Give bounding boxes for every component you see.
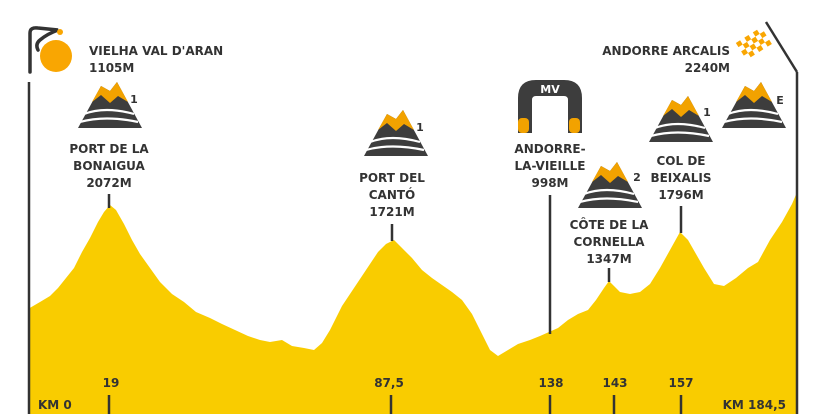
km-label: 19 [103, 376, 120, 390]
km-start-label: KM 0 [38, 398, 72, 412]
climb-altitude: 1721M [369, 205, 414, 219]
climb-name-line2: BONAIGUA [73, 159, 145, 173]
climb-name-line2: CORNELLA [573, 235, 645, 249]
checkered-flag-icon [735, 21, 799, 73]
climb-category: 1 [130, 93, 138, 106]
km-label: 87,5 [374, 376, 404, 390]
start-altitude: 1105M [89, 61, 134, 75]
climb-category: 2 [633, 171, 641, 184]
tour-logo-icon [28, 26, 72, 74]
mountain-icon [647, 94, 715, 144]
km-label: 157 [668, 376, 693, 390]
climb-altitude: 2072M [86, 176, 131, 190]
km-label: 138 [538, 376, 563, 390]
sprint-badge: MV [540, 83, 560, 96]
mountain-icon [576, 160, 644, 210]
finish-altitude: 2240M [685, 61, 730, 75]
climb-category: 1 [416, 121, 424, 134]
climb-name-line2: BEIXALIS [650, 171, 711, 185]
climb-name-line1: PORT DE LA [69, 142, 149, 156]
climb-category: 1 [703, 106, 711, 119]
km-finish-label: KM 184,5 [723, 398, 786, 412]
sprint-name-line1: ANDORRE- [514, 142, 585, 156]
sprint-name-line2: LA-VIEILLE [515, 159, 586, 173]
sprint-altitude: 998M [532, 176, 569, 190]
climb-category: E [776, 94, 784, 107]
climb-altitude: 1347M [586, 252, 631, 266]
climb-name-line1: PORT DEL [359, 171, 425, 185]
climb-altitude: 1796M [658, 188, 703, 202]
km-label: 143 [602, 376, 627, 390]
finish-name: ANDORRE ARCALIS [602, 44, 730, 58]
elevation-profile [28, 190, 798, 414]
climb-name-line1: COL DE [657, 154, 706, 168]
sprint-arch-icon: MV [518, 80, 582, 133]
start-name: VIELHA VAL D'ARAN [89, 44, 223, 58]
climb-name-line2: CANTÓ [369, 187, 416, 202]
climb-name-line1: CÔTE DE LA [570, 217, 650, 232]
